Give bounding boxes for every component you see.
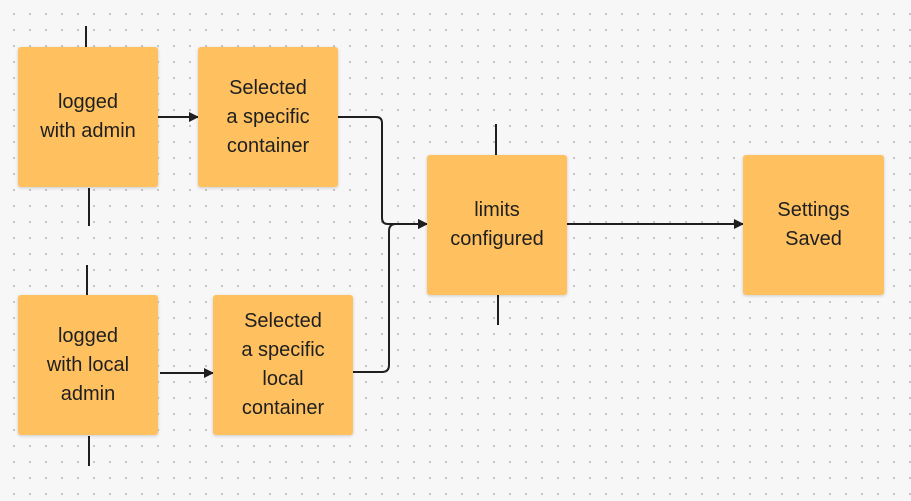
sticky-note-selected-local-container[interactable]: Selected a specific local container	[213, 295, 353, 435]
sticky-note-settings-saved[interactable]: Settings Saved	[743, 155, 884, 295]
edge-n2-n5[interactable]	[338, 116, 428, 229]
sticky-note-logged-with-admin[interactable]: logged with admin	[18, 47, 158, 187]
sticky-note-logged-with-local-admin[interactable]: logged with local admin	[18, 295, 158, 435]
edge-n4-n5[interactable]	[353, 219, 428, 373]
sticky-note-limits-configured[interactable]: limits configured	[427, 155, 567, 295]
sticky-note-selected-container[interactable]: Selected a specific container	[198, 47, 338, 187]
